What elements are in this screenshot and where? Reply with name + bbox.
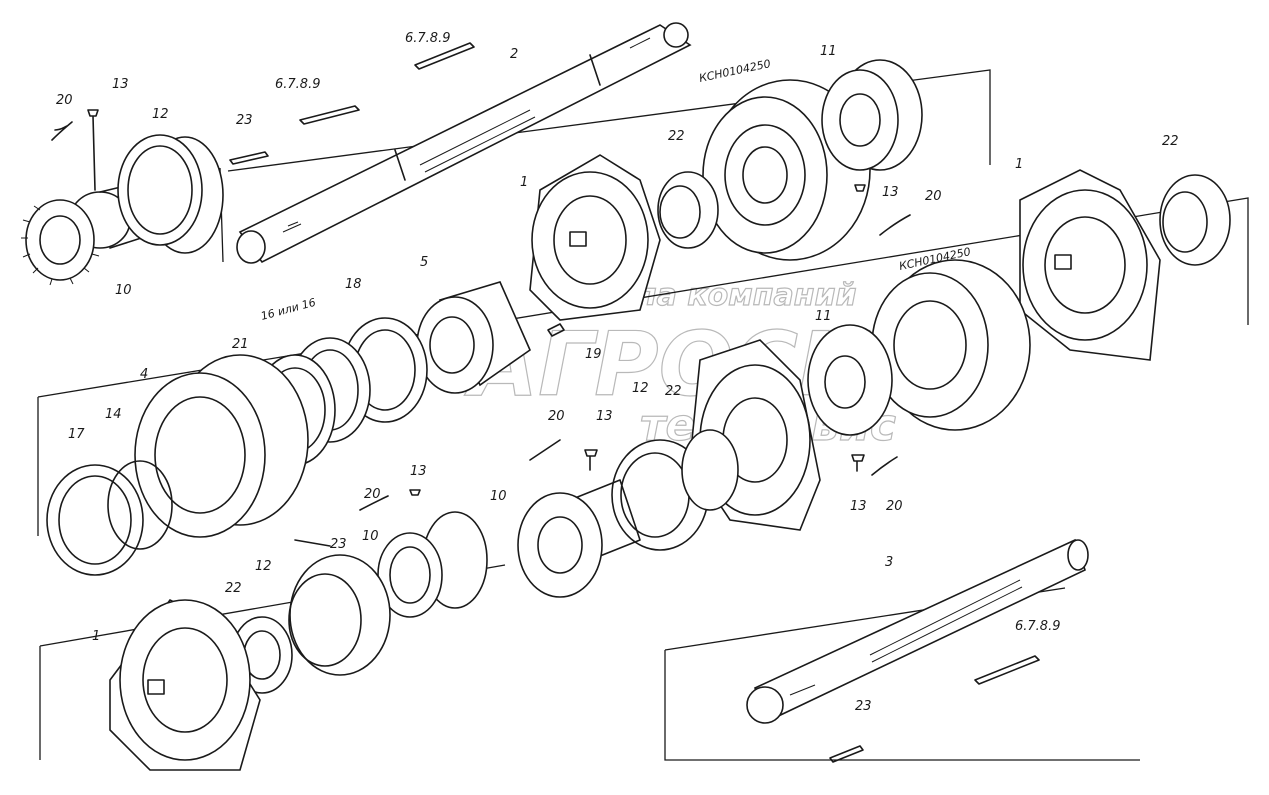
label-3: 3	[885, 555, 893, 570]
label-13-lower: 13	[410, 464, 427, 479]
cover-11-middle	[807, 324, 893, 436]
housing-4	[134, 354, 309, 538]
label-21: 21	[232, 337, 249, 352]
bearing-22-upper	[657, 171, 719, 249]
label-16: 16 или 16	[259, 296, 317, 323]
label-12-top-left: 12	[152, 107, 169, 122]
label-13-middle: 13	[596, 409, 613, 424]
label-20-middle-right: 20	[886, 499, 903, 514]
label-bearing-upper: КСН0104250	[698, 57, 772, 85]
label-19: 19	[585, 347, 602, 362]
label-23-top: 23	[236, 113, 253, 128]
label-11-middle: 11	[815, 309, 832, 324]
label-20-upper-right: 20	[925, 189, 942, 204]
bearing-housing-middle	[871, 259, 1031, 431]
shaft-2	[236, 22, 692, 264]
label-20-top-left: 20	[56, 93, 73, 108]
label-17: 17	[68, 427, 85, 442]
label-23-bottom: 23	[855, 699, 872, 714]
label-11-upper: 11	[820, 44, 837, 59]
flange-1-upper	[529, 154, 661, 321]
label-13-upper-right: 13	[882, 185, 899, 200]
lower-assembly	[109, 511, 488, 771]
label-10-top-left: 10	[115, 283, 132, 298]
label-4: 4	[140, 367, 148, 382]
label-13-top-left: 13	[112, 77, 129, 92]
label-key-1: 6.7.8.9	[275, 77, 320, 92]
bearing-22-right	[1159, 174, 1231, 266]
label-22-right: 22	[1162, 134, 1179, 149]
label-14: 14	[105, 407, 122, 422]
label-23-lower: 23	[330, 537, 347, 552]
label-20-lower: 20	[364, 487, 381, 502]
shaft-3	[746, 538, 1089, 724]
label-12-middle: 12	[632, 381, 649, 396]
label-1-right: 1	[1015, 157, 1023, 172]
label-10-middle: 10	[490, 489, 507, 504]
label-22-upper: 22	[668, 129, 685, 144]
label-10-lower: 10	[362, 529, 379, 544]
label-20-middle: 20	[548, 409, 565, 424]
label-1-lower: 1	[92, 629, 100, 644]
ring-12-middle	[611, 429, 739, 551]
small-fasteners	[359, 184, 911, 511]
keys	[229, 42, 1040, 763]
flange-1-middle-right	[1019, 169, 1161, 361]
label-22-lower: 22	[225, 581, 242, 596]
label-12-lower: 12	[255, 559, 272, 574]
label-22-middle: 22	[665, 384, 682, 399]
label-key-3: 6.7.8.9	[1015, 619, 1060, 634]
sleeve-5	[416, 281, 565, 394]
screw-13-upper-left	[51, 109, 99, 191]
ring-12-upper	[117, 134, 224, 254]
label-1-upper: 1	[520, 175, 528, 190]
gear-10-middle	[517, 479, 641, 598]
label-5: 5	[420, 255, 428, 270]
label-key-2: 6.7.8.9	[405, 31, 450, 46]
label-13-middle-right: 13	[850, 499, 867, 514]
label-2: 2	[510, 47, 518, 62]
frame-shaft3	[664, 587, 1140, 761]
cover-11-upper	[821, 59, 923, 171]
label-18: 18	[345, 277, 362, 292]
ring-17	[46, 460, 173, 576]
